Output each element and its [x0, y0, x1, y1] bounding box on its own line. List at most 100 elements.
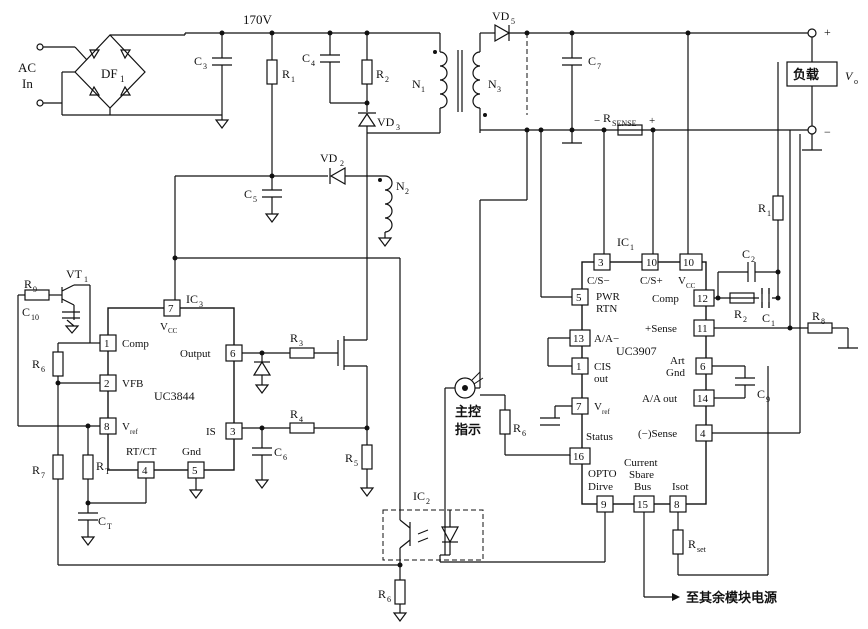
svg-text:7: 7 [41, 471, 45, 480]
svg-text:C: C [274, 445, 282, 459]
svg-text:RTN: RTN [596, 303, 617, 315]
svg-text:Bus: Bus [634, 481, 651, 493]
svg-text:5: 5 [511, 17, 515, 26]
svg-text:1: 1 [630, 243, 634, 252]
svg-text:R: R [734, 307, 742, 321]
svg-text:16: 16 [573, 451, 585, 463]
capacitor-c3: C 3 [194, 33, 232, 129]
svg-text:IC: IC [617, 235, 629, 249]
svg-text:14: 14 [697, 393, 709, 405]
capacitor-c4: C 4 [302, 33, 367, 104]
svg-text:N: N [396, 179, 405, 193]
svg-text:Gnd: Gnd [182, 446, 201, 458]
capacitor-ct: C T [78, 478, 147, 546]
svg-text:N: N [488, 77, 497, 91]
capacitor-c7: C 7 [562, 33, 601, 144]
svg-text:9: 9 [33, 285, 37, 294]
ac-label-2: In [22, 76, 33, 91]
svg-text:R: R [513, 421, 521, 435]
svg-text:+: + [824, 25, 831, 39]
svg-text:−: − [824, 125, 831, 139]
svg-text:IS: IS [206, 426, 216, 438]
bridge-label: DF [101, 66, 118, 81]
svg-text:3: 3 [299, 339, 303, 348]
svg-text:R: R [812, 309, 820, 323]
svg-text:7: 7 [168, 303, 174, 315]
svg-text:out: out [594, 373, 608, 385]
svg-text:C/S−: C/S− [587, 275, 610, 287]
capacitor-c5: C 5 [244, 176, 282, 223]
svg-text:1: 1 [421, 85, 425, 94]
resistor-rsense: R SENSE − + [594, 111, 655, 136]
svg-text:9: 9 [601, 499, 607, 511]
svg-text:Isot: Isot [672, 481, 689, 493]
svg-text:T: T [105, 467, 110, 476]
svg-text:10: 10 [646, 257, 658, 269]
svg-text:13: 13 [573, 333, 585, 345]
svg-text:C: C [742, 247, 750, 261]
svg-text:Comp: Comp [122, 338, 149, 350]
current-sense: R 4 C 6 R 5 [242, 407, 375, 497]
bridge-rectifier: DF 1 [61, 33, 186, 116]
svg-text:IC: IC [413, 489, 425, 503]
svg-text:5: 5 [253, 195, 257, 204]
ic1-wiring: R 1 C 2 R 2 C 1 R 8 [540, 33, 858, 605]
svg-text:1: 1 [104, 338, 110, 350]
svg-text:3: 3 [598, 257, 604, 269]
diode-vd2: VD 2 [175, 151, 385, 186]
svg-text:6: 6 [522, 429, 526, 438]
svg-text:C: C [762, 311, 770, 325]
svg-text:SENSE: SENSE [612, 119, 637, 128]
svg-text:(−)Sense: (−)Sense [638, 428, 677, 440]
svg-text:VD: VD [377, 115, 395, 129]
bus-voltage-label: 170V [243, 12, 273, 27]
svg-text:CIS: CIS [594, 361, 611, 373]
svg-text:主控: 主控 [455, 404, 481, 419]
svg-text:2: 2 [751, 255, 755, 264]
svg-text:ref: ref [602, 408, 610, 416]
svg-text:R: R [758, 201, 766, 215]
svg-text:7: 7 [597, 62, 601, 71]
svg-text:4: 4 [700, 428, 706, 440]
svg-text:10: 10 [31, 313, 39, 322]
svg-text:5: 5 [192, 465, 198, 477]
svg-text:7: 7 [576, 401, 582, 413]
svg-text:VD: VD [320, 151, 338, 165]
transistor-vt1: R 9 VT 1 C 10 [17, 267, 100, 427]
svg-text:C: C [194, 54, 202, 68]
bridge-label-sub: 1 [120, 74, 125, 84]
svg-text:R: R [96, 459, 104, 473]
svg-text:11: 11 [697, 323, 708, 335]
svg-text:R: R [32, 357, 40, 371]
svg-text:R: R [688, 537, 696, 551]
svg-text:2: 2 [405, 187, 409, 196]
svg-text:10: 10 [683, 257, 695, 269]
svg-text:T: T [107, 522, 112, 531]
svg-text:3: 3 [230, 426, 236, 438]
svg-text:R: R [345, 451, 353, 465]
svg-text:8: 8 [674, 499, 680, 511]
svg-text:3: 3 [396, 123, 400, 132]
output-drive: R 3 [242, 133, 370, 445]
svg-text:IC: IC [186, 292, 198, 306]
svg-text:Current: Current [624, 457, 658, 469]
svg-text:Gnd: Gnd [666, 367, 685, 379]
svg-text:1: 1 [576, 361, 582, 373]
svg-text:R: R [603, 111, 611, 125]
svg-text:6: 6 [700, 361, 706, 373]
winding-n2: N 2 [377, 175, 409, 247]
svg-text:Comp: Comp [652, 293, 679, 305]
ac-label-1: AC [18, 60, 36, 75]
svg-text:set: set [697, 545, 707, 554]
svg-text:CC: CC [686, 282, 696, 290]
svg-text:C: C [757, 387, 765, 401]
resistor-r1: R 1 [266, 33, 295, 176]
svg-text:4: 4 [299, 415, 303, 424]
svg-text:2: 2 [104, 378, 110, 390]
diode-vd5: VD 5 [480, 9, 808, 43]
svg-text:Output: Output [180, 348, 211, 360]
svg-text:15: 15 [637, 499, 649, 511]
to-other-modules-label: 至其余模块电源 [686, 590, 777, 605]
svg-text:2: 2 [743, 315, 747, 324]
svg-text:R: R [32, 463, 40, 477]
